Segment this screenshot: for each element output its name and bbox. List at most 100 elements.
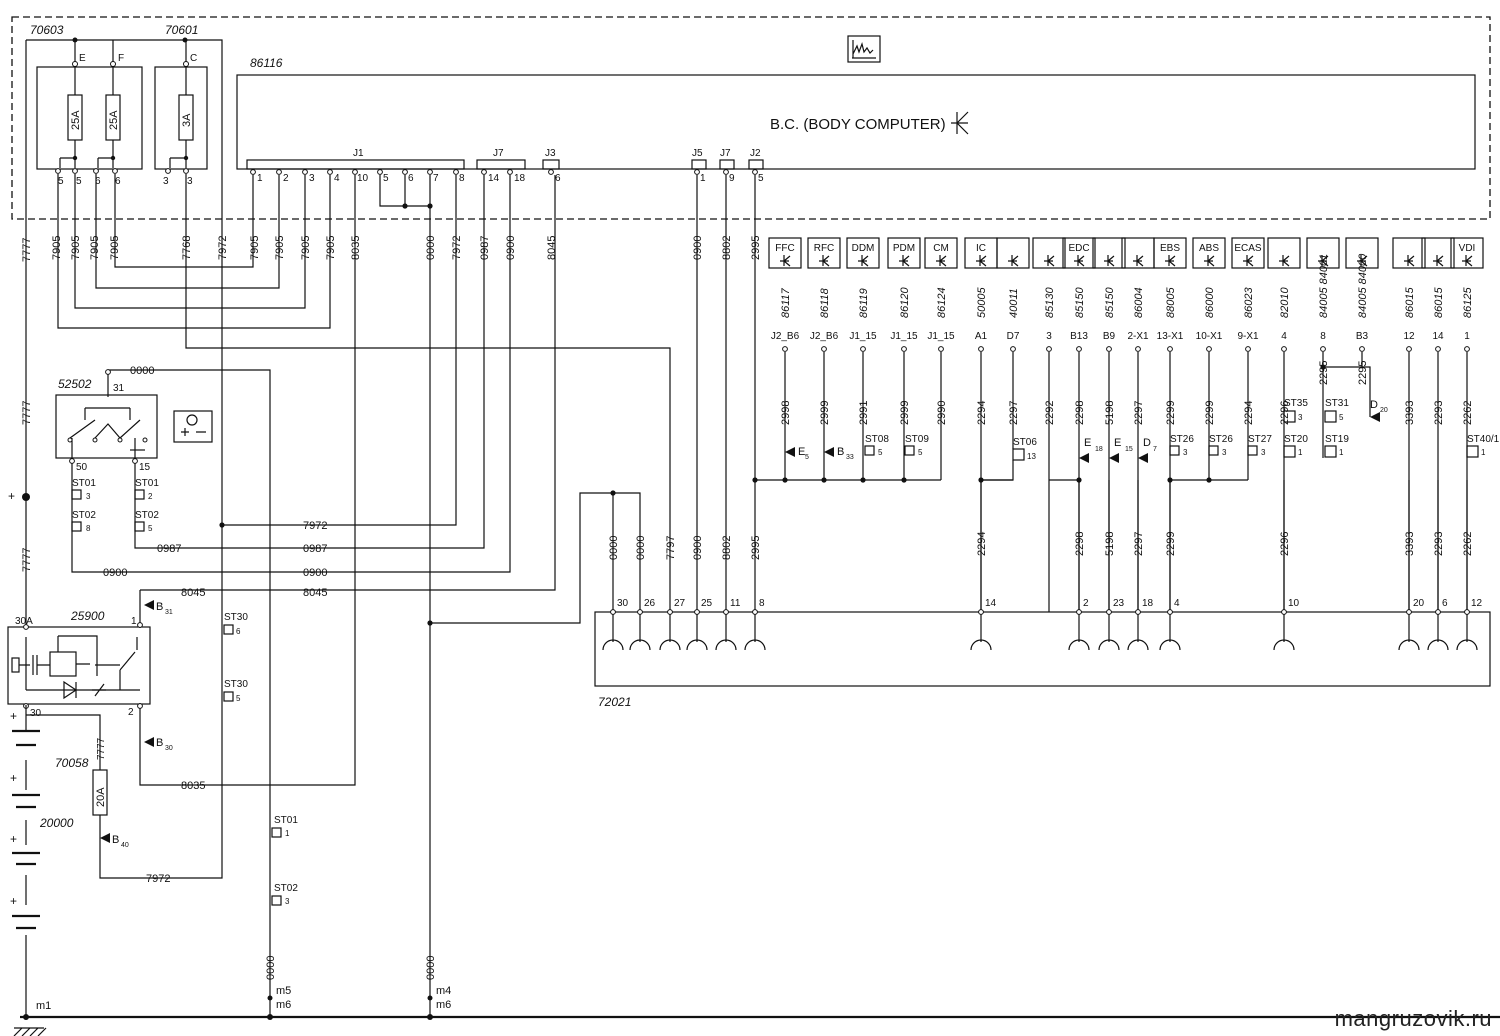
fuse-2-pin: F xyxy=(118,53,124,64)
svg-text:+: + xyxy=(10,709,17,723)
svg-text:B: B xyxy=(112,834,119,846)
ecu-module-code: 84005 84000 xyxy=(1357,253,1369,318)
svg-text:ST26: ST26 xyxy=(1209,434,1233,445)
svg-text:14: 14 xyxy=(488,173,500,184)
ecu-module-code: 85130 xyxy=(1044,287,1056,318)
ecu-module-pin: 8 xyxy=(1320,331,1326,342)
svg-text:5: 5 xyxy=(148,524,153,533)
svg-text:7905: 7905 xyxy=(89,236,101,260)
svg-text:7777: 7777 xyxy=(21,401,33,425)
ground-m5: m5 xyxy=(276,985,291,997)
svg-text:E: E xyxy=(1084,437,1091,449)
wire-0987-ignition xyxy=(134,175,485,549)
bc-connector-j5: J5 xyxy=(691,148,707,170)
wire-2295-b3 xyxy=(1323,366,1371,417)
svg-text:7972: 7972 xyxy=(303,520,327,532)
ecu-module-pin: J1_15 xyxy=(927,331,955,342)
svg-text:4: 4 xyxy=(334,173,340,184)
wire-0000-ignition xyxy=(107,369,271,962)
left-wire-labels: 7777 7777 7777 xyxy=(21,238,33,572)
ecu-module-pin: 14 xyxy=(1432,331,1444,342)
relay-code: 25900 xyxy=(70,609,105,623)
ecu-module-label: IC xyxy=(976,243,986,254)
fuse-25a-1: 25A xyxy=(67,66,83,158)
ecu-module-wire: 2295 xyxy=(1357,361,1369,385)
ecu-module-pin: 13-X1 xyxy=(1157,331,1184,342)
svg-text:3: 3 xyxy=(309,173,315,184)
svg-text:6: 6 xyxy=(555,173,561,184)
svg-text:5: 5 xyxy=(58,176,64,187)
svg-text:0900: 0900 xyxy=(505,236,517,260)
ecu-module-wire: 2292 xyxy=(1044,401,1056,425)
diag-connector-box xyxy=(594,611,1491,687)
ground-m6-b: m6 xyxy=(436,999,451,1011)
ecu-module-wire: 2294 xyxy=(1243,401,1255,425)
fuse-block-2 xyxy=(154,66,208,170)
battery-code: 20000 xyxy=(39,816,74,830)
svg-text:5: 5 xyxy=(76,176,82,187)
svg-text:1: 1 xyxy=(1298,448,1303,457)
svg-text:7972: 7972 xyxy=(217,236,229,260)
ecu-module-label: VDI xyxy=(1459,243,1476,254)
svg-text:3393: 3393 xyxy=(1404,532,1416,556)
svg-text:ST30: ST30 xyxy=(224,679,248,690)
wire-7777-fuse xyxy=(26,714,101,770)
svg-text:1: 1 xyxy=(1339,448,1344,457)
diag-connector-code: 72021 xyxy=(598,695,631,709)
svg-text:7797: 7797 xyxy=(665,536,677,560)
svg-text:9: 9 xyxy=(729,173,735,184)
svg-text:B: B xyxy=(837,446,844,458)
ecu-module-wire: 2294 xyxy=(976,401,988,425)
ecu-module-wire: 2297 xyxy=(1133,401,1145,425)
svg-text:5: 5 xyxy=(758,173,764,184)
chassis-ground-icon xyxy=(13,1027,47,1036)
svg-text:ST02: ST02 xyxy=(135,510,159,521)
svg-text:7768: 7768 xyxy=(181,236,193,260)
bc-connector-j7b: J7 xyxy=(719,148,735,170)
svg-text:0000: 0000 xyxy=(635,536,647,560)
ecu-module-code: 86124 xyxy=(936,287,948,318)
svg-text:5: 5 xyxy=(1339,413,1344,422)
svg-text:5: 5 xyxy=(236,694,241,703)
svg-text:7905: 7905 xyxy=(70,236,82,260)
svg-text:J1: J1 xyxy=(353,148,364,159)
svg-text:5: 5 xyxy=(383,173,389,184)
plus-sign-icon: + xyxy=(8,489,15,503)
svg-text:0987: 0987 xyxy=(157,543,181,555)
svg-text:2995: 2995 xyxy=(750,536,762,560)
wire-7905-c xyxy=(95,174,280,289)
svg-text:2293: 2293 xyxy=(1433,532,1445,556)
svg-text:+: + xyxy=(10,894,17,908)
body-computer-title: B.C. (BODY COMPUTER) xyxy=(770,116,946,133)
svg-text:0987: 0987 xyxy=(479,236,491,260)
horizontal-wire-labels: 7972 0987 0987 0900 0900 8045 8045 8035 … xyxy=(103,520,327,885)
wire-7905-b xyxy=(74,174,306,309)
ecu-module-pin: B13 xyxy=(1070,331,1088,342)
svg-text:3: 3 xyxy=(1298,413,1303,422)
svg-text:ST01: ST01 xyxy=(135,478,159,489)
svg-text:10: 10 xyxy=(1288,598,1300,609)
svg-text:30: 30 xyxy=(165,745,173,752)
svg-text:25: 25 xyxy=(701,598,713,609)
svg-text:4: 4 xyxy=(1174,598,1180,609)
svg-text:ST26: ST26 xyxy=(1170,434,1194,445)
ecu-module-wire: 2296 xyxy=(1279,401,1291,425)
svg-text:7905: 7905 xyxy=(274,236,286,260)
relay-internals xyxy=(11,635,140,700)
svg-text:2297: 2297 xyxy=(1133,532,1145,556)
body-computer-box xyxy=(236,74,1476,170)
svg-text:7777: 7777 xyxy=(21,238,33,262)
svg-text:0900: 0900 xyxy=(103,567,127,579)
svg-text:J5: J5 xyxy=(692,148,703,159)
svg-text:D: D xyxy=(1370,399,1378,411)
